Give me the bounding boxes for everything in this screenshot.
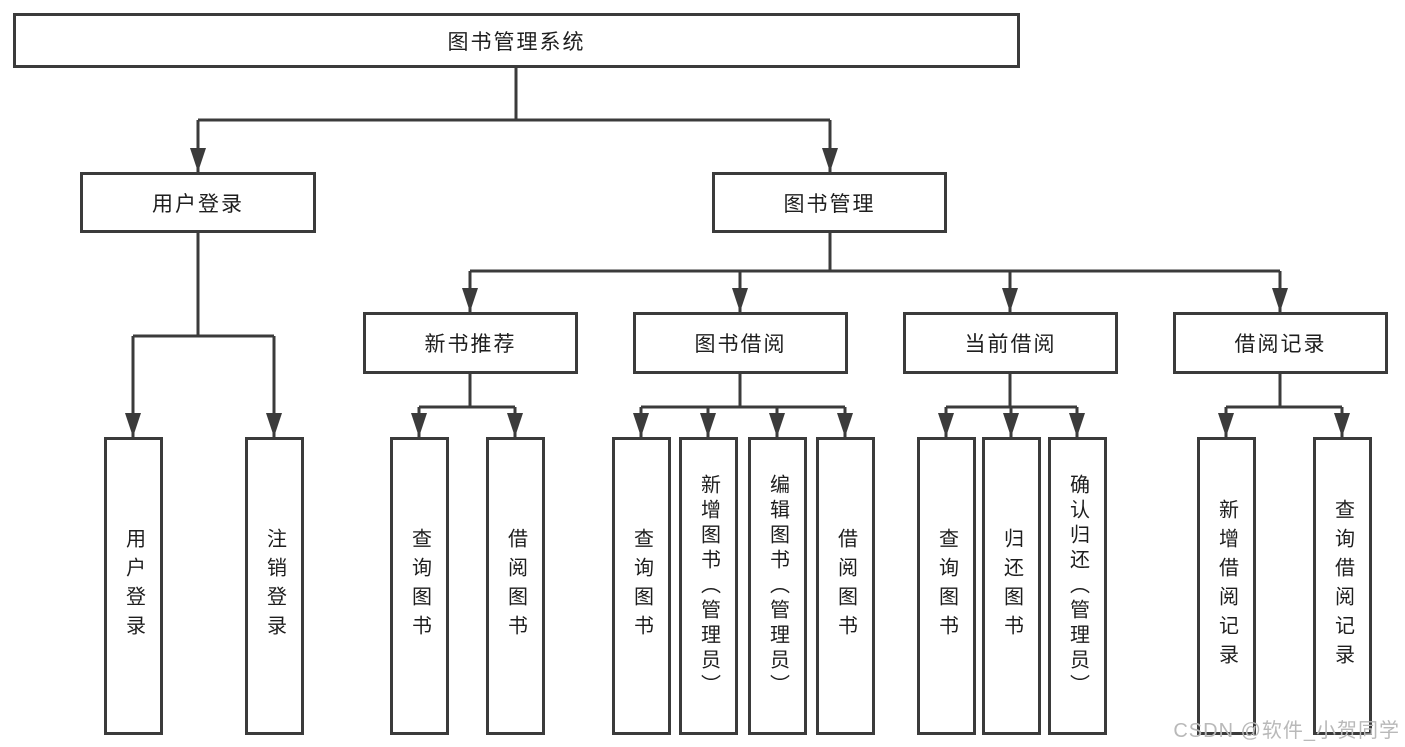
node-label: 当前借阅 xyxy=(964,333,1057,356)
arrowhead-icon xyxy=(190,148,206,172)
leaf-label: 查询图书 xyxy=(408,528,431,644)
leaf-label: 查询借阅记录 xyxy=(1331,499,1354,673)
arrowhead-icon xyxy=(266,413,282,437)
arrowhead-icon xyxy=(125,413,141,437)
leaf-add-books-admin: 新增图书（管理员） xyxy=(679,437,738,735)
node-label: 借阅记录 xyxy=(1234,333,1327,356)
arrowhead-icon xyxy=(1069,413,1085,437)
leaf-borrow-books: 借阅图书 xyxy=(816,437,875,735)
leaf-borrow-books-recommend: 借阅图书 xyxy=(486,437,545,735)
leaf-label: 借阅图书 xyxy=(834,528,857,644)
leaf-logout: 注销登录 xyxy=(245,437,304,735)
connector-current-borrow-to-leaves xyxy=(938,374,1085,437)
arrowhead-icon xyxy=(462,288,478,312)
arrowhead-icon xyxy=(938,413,954,437)
arrowhead-icon xyxy=(1002,288,1018,312)
arrowhead-icon xyxy=(822,148,838,172)
node-library-management-system: 图书管理系统 xyxy=(13,13,1020,68)
node-label: 图书借阅 xyxy=(694,333,787,356)
leaf-label: 用户登录 xyxy=(122,528,145,644)
csdn-watermark: CSDN @软件_小贺同学 xyxy=(1173,720,1400,742)
connector-user-login-to-leaves xyxy=(125,233,282,437)
connector-borrow-records-to-leaves xyxy=(1218,374,1350,437)
arrowhead-icon xyxy=(769,413,785,437)
arrowhead-icon xyxy=(700,413,716,437)
leaf-label: 新增借阅记录 xyxy=(1215,499,1238,673)
node-label: 图书管理 xyxy=(783,192,876,216)
leaf-label: 查询图书 xyxy=(630,528,653,644)
leaf-query-borrow-record: 查询借阅记录 xyxy=(1313,437,1372,735)
arrowhead-icon xyxy=(1218,413,1234,437)
node-new-book-recommend: 新书推荐 xyxy=(363,312,578,374)
node-book-management: 图书管理 xyxy=(712,172,947,233)
arrowhead-icon xyxy=(633,413,649,437)
connector-book-borrow-to-leaves xyxy=(633,374,853,437)
arrowhead-icon xyxy=(411,413,427,437)
leaf-label: 查询图书 xyxy=(935,528,958,644)
arrowhead-icon xyxy=(732,288,748,312)
leaf-user-login: 用户登录 xyxy=(104,437,163,735)
arrowhead-icon xyxy=(1272,288,1288,312)
node-label: 新书推荐 xyxy=(424,333,517,356)
connector-new-book-recommend-to-leaves xyxy=(411,374,523,437)
arrowhead-icon xyxy=(1334,413,1350,437)
connector-book-management-to-level3 xyxy=(462,233,1288,312)
leaf-confirm-return-admin: 确认归还（管理员） xyxy=(1048,437,1107,735)
leaf-query-books-recommend: 查询图书 xyxy=(390,437,449,735)
node-borrow-records: 借阅记录 xyxy=(1173,312,1388,374)
node-user-login: 用户登录 xyxy=(80,172,316,233)
connector-root-to-level2 xyxy=(190,68,838,172)
node-label: 图书管理系统 xyxy=(447,30,586,54)
arrowhead-icon xyxy=(1003,413,1019,437)
leaf-query-books-borrow: 查询图书 xyxy=(612,437,671,735)
leaf-edit-books-admin: 编辑图书（管理员） xyxy=(748,437,807,735)
leaf-label: 借阅图书 xyxy=(504,528,527,644)
node-current-borrow: 当前借阅 xyxy=(903,312,1118,374)
leaf-label: 确认归还（管理员） xyxy=(1066,473,1089,699)
node-book-borrow: 图书借阅 xyxy=(633,312,848,374)
arrowhead-icon xyxy=(837,413,853,437)
leaf-add-borrow-record: 新增借阅记录 xyxy=(1197,437,1256,735)
leaf-label: 归还图书 xyxy=(1000,528,1023,644)
leaf-label: 注销登录 xyxy=(263,528,286,644)
arrowhead-icon xyxy=(507,413,523,437)
leaf-query-books-current: 查询图书 xyxy=(917,437,976,735)
leaf-label: 编辑图书（管理员） xyxy=(766,473,789,699)
leaf-return-books: 归还图书 xyxy=(982,437,1041,735)
leaf-label: 新增图书（管理员） xyxy=(697,473,720,699)
node-label: 用户登录 xyxy=(152,192,244,216)
